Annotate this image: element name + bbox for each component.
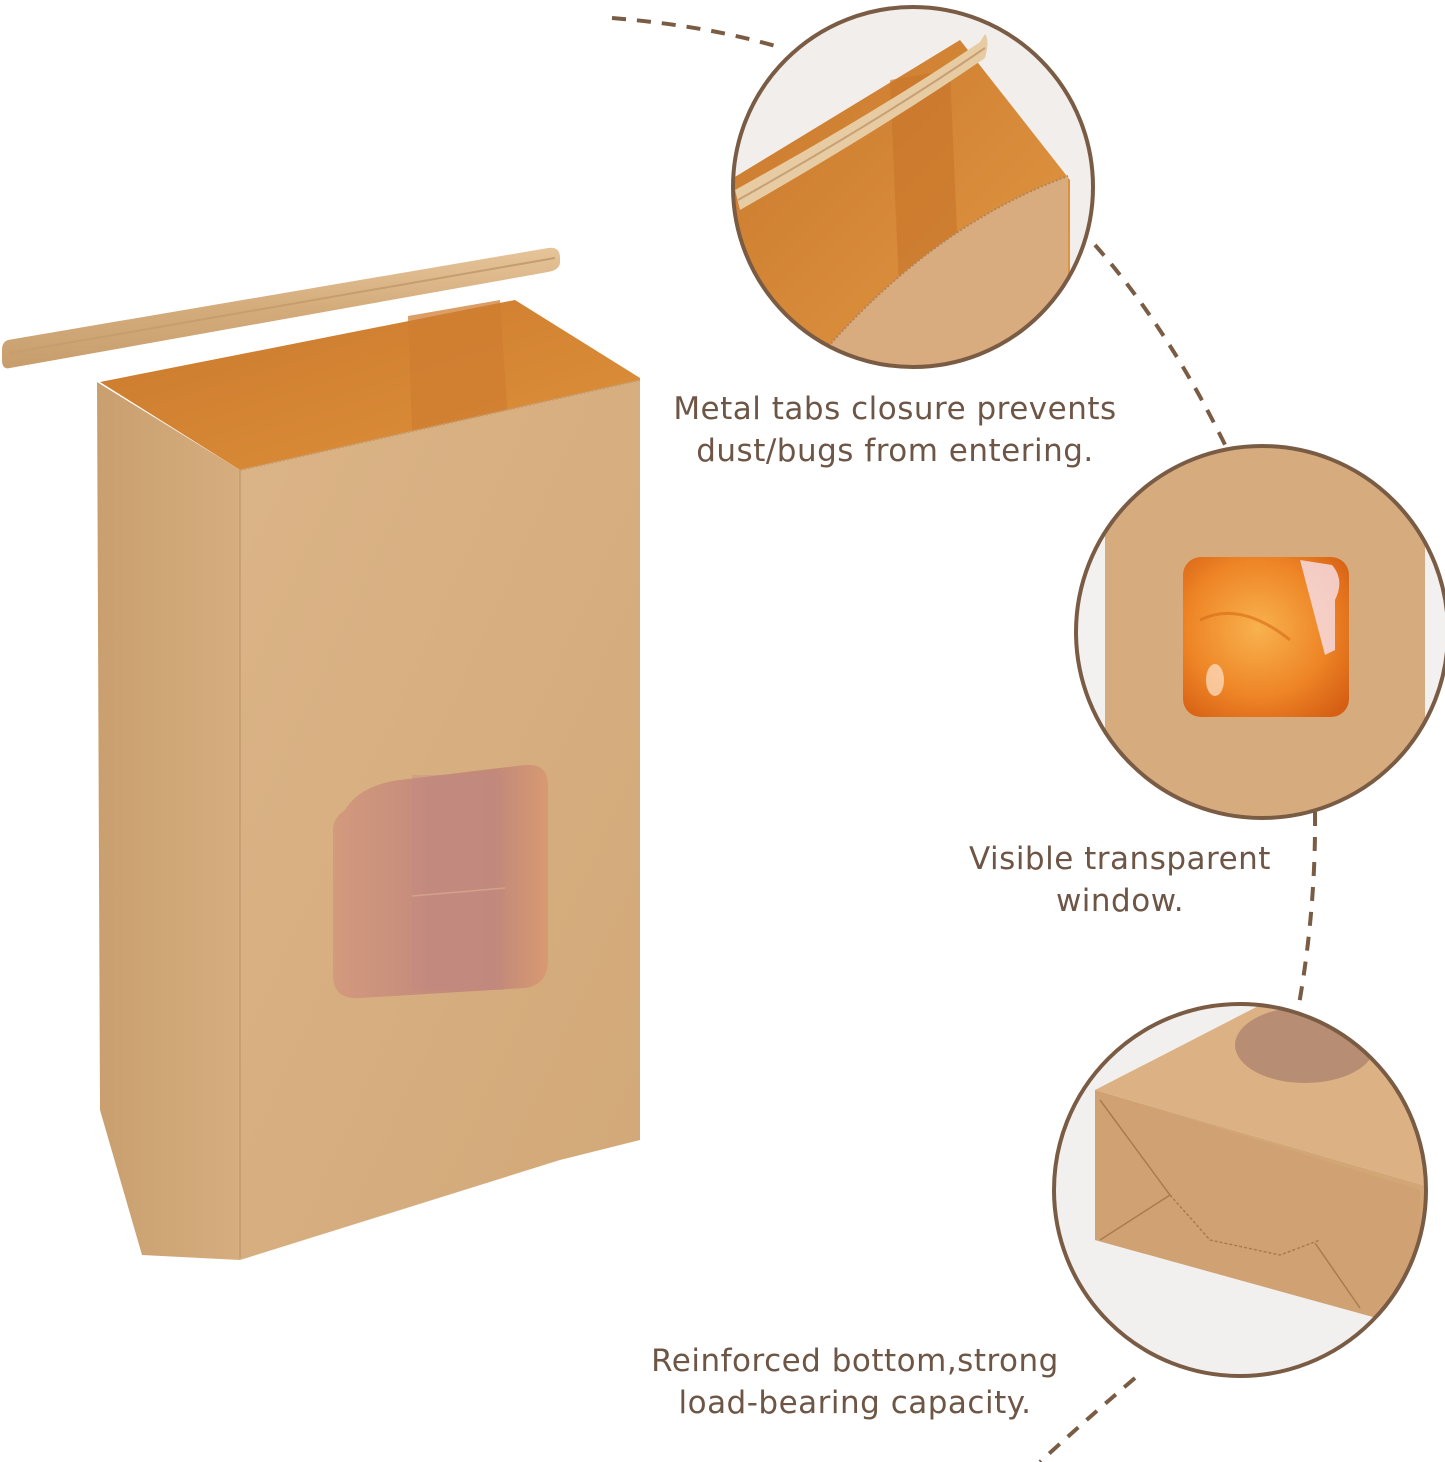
caption-bottom: Reinforced bottom,strong load-bearing ca…: [620, 1340, 1090, 1424]
caption-window: Visible transparent window.: [950, 838, 1290, 922]
connector-line-closure-to-window: [1093, 243, 1232, 456]
bag-side-panel: [97, 382, 240, 1260]
caption-closure: Metal tabs closure prevents dust/bugs fr…: [660, 388, 1130, 472]
caption-bottom-line-2: load-bearing capacity.: [678, 1385, 1032, 1421]
caption-bottom-line-1: Reinforced bottom,strong: [651, 1343, 1059, 1379]
feature-circle-window: [1074, 444, 1445, 820]
connector-line-top: [611, 16, 783, 50]
feature-circle-bottom: [1052, 1002, 1428, 1378]
caption-closure-line-2: dust/bugs from entering.: [696, 433, 1094, 469]
feature-circle-closure: [731, 5, 1095, 369]
caption-window-line-1: Visible transparent: [969, 841, 1271, 877]
bag-serrated-edge: [239, 379, 641, 471]
tin-tie-closure: [2, 247, 560, 369]
caption-closure-line-1: Metal tabs closure prevents: [673, 391, 1117, 427]
caption-window-line-2: window.: [1055, 883, 1185, 919]
bag-window: [333, 764, 548, 999]
